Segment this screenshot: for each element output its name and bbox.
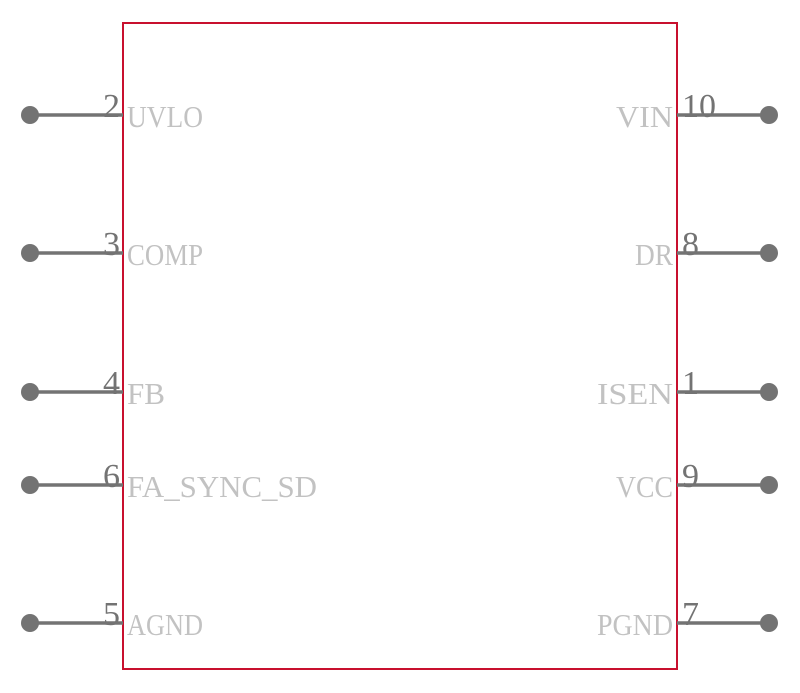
pin-name: VIN — [616, 99, 673, 134]
pin-name: ISEN — [597, 376, 673, 411]
pin-name: VCC — [616, 469, 673, 504]
pin-number: 6 — [103, 458, 120, 495]
pin-name: UVLO — [127, 99, 203, 134]
pin-endpoint[interactable] — [21, 244, 39, 262]
pin-endpoint[interactable] — [21, 383, 39, 401]
pin-number: 1 — [682, 365, 699, 402]
pin-number: 8 — [682, 226, 699, 263]
pin-endpoint[interactable] — [21, 106, 39, 124]
component-body — [122, 22, 678, 670]
pin-number: 7 — [682, 596, 699, 633]
pin-name: FA_SYNC_SD — [127, 469, 317, 504]
pin-name: COMP — [127, 237, 203, 272]
pin-number: 9 — [682, 458, 699, 495]
pin-name: DR — [635, 237, 673, 272]
pin-endpoint[interactable] — [21, 476, 39, 494]
pin-endpoint[interactable] — [760, 476, 778, 494]
pin-name: FB — [127, 376, 165, 411]
pin-endpoint[interactable] — [21, 614, 39, 632]
pin-number: 10 — [682, 88, 716, 125]
pin-number: 4 — [103, 365, 120, 402]
pin-number: 5 — [103, 596, 120, 633]
pin-number: 3 — [103, 226, 120, 263]
pin-endpoint[interactable] — [760, 383, 778, 401]
pin-endpoint[interactable] — [760, 614, 778, 632]
pin-endpoint[interactable] — [760, 106, 778, 124]
pin-endpoint[interactable] — [760, 244, 778, 262]
pin-name: AGND — [127, 607, 203, 642]
pin-name: PGND — [597, 607, 673, 642]
pin-number: 2 — [103, 88, 120, 125]
